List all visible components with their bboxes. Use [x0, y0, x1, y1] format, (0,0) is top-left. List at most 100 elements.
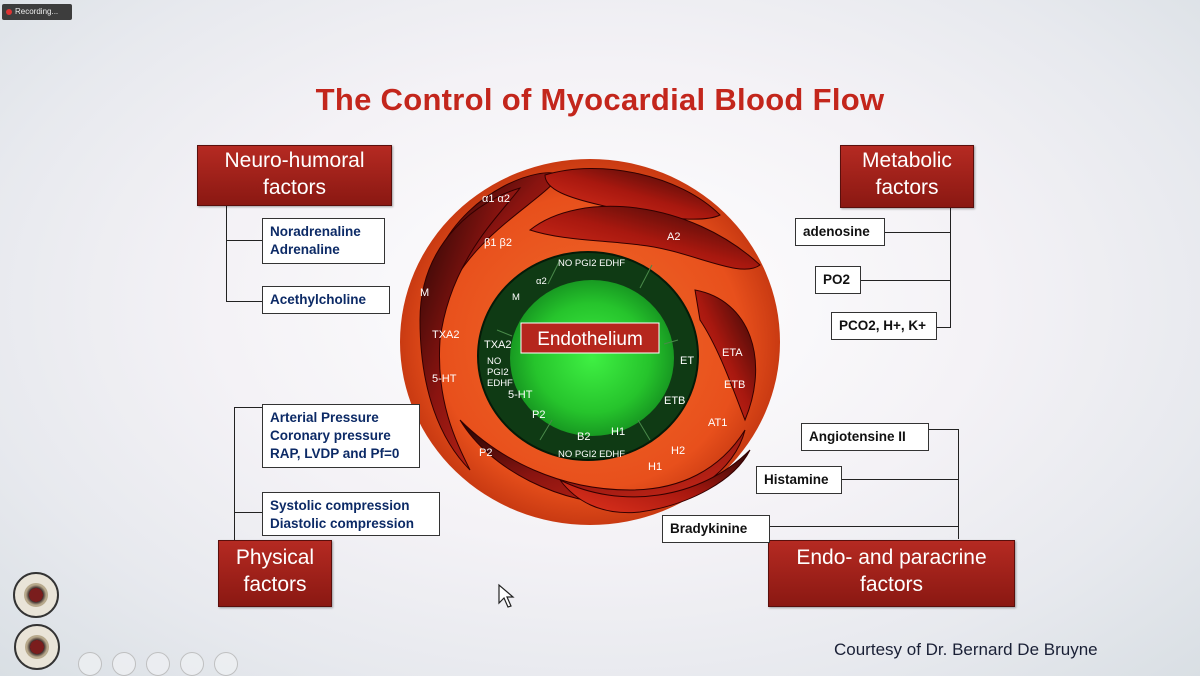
cell-border: [496, 329, 513, 337]
mediator-edhf-left: EDHF: [487, 378, 513, 389]
mediators-bottom: NO PGI2 EDHF: [558, 449, 625, 460]
connector-line: [842, 479, 958, 480]
cell-border: [663, 339, 679, 345]
item-pco2: PCO2, H+, K+: [839, 318, 927, 333]
neuro-humoral-factors-box: Neuro-humoral factors: [197, 145, 392, 206]
endo-line2: factors: [859, 573, 924, 596]
receptor-txa2-outer: TXA2: [432, 329, 460, 341]
item-bradykinine: Bradykinine: [670, 521, 748, 536]
metabolic-line2: factors: [875, 176, 939, 199]
receptor-5ht-inner: 5-HT: [508, 389, 533, 401]
mediator-pgi2-left: PGI2: [487, 367, 509, 378]
receptor-txa2-inner: TXA2: [484, 339, 512, 351]
item-arterial-pressure: Arterial Pressure: [270, 410, 379, 425]
connector-line: [234, 407, 235, 540]
more-icon[interactable]: [214, 652, 238, 676]
item-histamine-box: Histamine: [756, 466, 842, 494]
receptor-etb: ETB: [724, 379, 745, 391]
va-seal-logo: [13, 572, 59, 618]
mediators-top: NO PGI2 EDHF: [558, 258, 625, 269]
courtesy-credit: Courtesy of Dr. Bernard De Bruyne: [834, 640, 1098, 659]
item-coronary-pressure: Coronary pressure: [270, 428, 391, 443]
receptor-h2: H2: [671, 445, 685, 457]
neuro-line1: Neuro-humoral: [224, 149, 365, 172]
muscle-band: [528, 205, 761, 270]
receptor-p2-inner: P2: [532, 409, 545, 421]
connector-line: [234, 512, 262, 513]
receptor-alpha12: α1 α2: [482, 193, 510, 205]
copy-icon[interactable]: [112, 652, 136, 676]
item-angiotensine: Angiotensine II: [809, 429, 906, 444]
item-histamine: Histamine: [764, 472, 829, 487]
receptor-beta12: β1 β2: [484, 237, 512, 249]
connector-line: [226, 205, 227, 302]
recording-indicator[interactable]: Recording...: [2, 4, 72, 20]
record-icon: [6, 8, 12, 15]
university-seal-logo: [14, 624, 60, 670]
mediator-no-left: NO: [487, 356, 501, 367]
receptor-m-inner: M: [512, 292, 520, 303]
neuro-line2: factors: [262, 176, 327, 199]
endo-paracrine-factors-box: Endo- and paracrine factors: [768, 540, 1015, 607]
item-po2-box: PO2: [815, 266, 861, 294]
connector-line: [936, 327, 950, 328]
vessel-lumen: [510, 280, 674, 436]
receptor-p2-outer: P2: [479, 447, 492, 459]
receptor-etb-inner: ETB: [664, 395, 685, 407]
item-adenosine-box: adenosine: [795, 218, 885, 246]
muscle-band: [694, 289, 757, 422]
connector-line: [234, 407, 262, 408]
item-acetylcholine: Acethylcholine: [270, 292, 367, 307]
receptor-h1-inner: H1: [611, 426, 625, 438]
item-po2: PO2: [823, 272, 851, 287]
muscle-band: [419, 187, 522, 471]
physical-line1: Physical: [235, 546, 315, 569]
connector-line: [226, 240, 262, 241]
cell-border: [539, 419, 553, 441]
connector-line: [860, 280, 950, 281]
mouse-cursor-icon: [498, 583, 515, 608]
connector-line: [884, 232, 950, 233]
receptor-eta: ETA: [722, 347, 743, 359]
metabolic-line1: Metabolic: [862, 149, 952, 172]
receptor-h1-outer: H1: [648, 461, 662, 473]
receptor-et-inner: ET: [680, 355, 694, 367]
item-rap-lvdp: RAP, LVDP and Pf=0: [270, 446, 400, 461]
endothelium-label: Endothelium: [537, 329, 643, 350]
item-systolic-compression: Systolic compression: [270, 498, 410, 513]
connector-line: [928, 429, 958, 430]
receptor-b2: B2: [577, 431, 590, 443]
receptor-at1: AT1: [708, 417, 727, 429]
muscle-band: [459, 419, 746, 506]
muscle-band: [544, 167, 721, 220]
receptor-alpha2-inner: α2: [536, 276, 547, 287]
metabolic-factors-box: Metabolic factors: [840, 145, 974, 208]
slide-title: The Control of Myocardial Blood Flow: [315, 82, 885, 117]
item-noradrenaline: Noradrenaline: [270, 224, 361, 239]
item-pco2-box: PCO2, H+, K+: [831, 312, 937, 340]
zoom-icon[interactable]: [146, 652, 170, 676]
receptor-a2: A2: [667, 231, 680, 243]
endo-line1: Endo- and paracrine: [796, 546, 987, 569]
item-bradykinine-box: Bradykinine: [662, 515, 770, 543]
back-arrow-icon[interactable]: [78, 652, 102, 676]
compression-box: Systolic compression Diastolic compressi…: [262, 492, 440, 536]
connector-line: [226, 301, 262, 302]
pressure-box: Arterial Pressure Coronary pressure RAP,…: [262, 404, 420, 468]
recording-label: Recording...: [15, 7, 59, 16]
item-diastolic-compression: Diastolic compression: [270, 516, 415, 531]
muscle-band: [559, 449, 751, 514]
slides-icon[interactable]: [180, 652, 204, 676]
neuro-hormones-box: Noradrenaline Adrenaline: [262, 218, 385, 264]
physical-line2: factors: [243, 573, 307, 596]
connector-line: [958, 429, 959, 539]
item-adrenaline: Adrenaline: [270, 242, 340, 257]
receptor-5ht-outer: 5-HT: [432, 373, 457, 385]
connector-line: [770, 526, 958, 527]
endothelium-label-box: [520, 322, 660, 354]
cell-border: [637, 419, 651, 441]
physical-factors-box: Physical factors: [218, 540, 332, 607]
cell-border: [639, 264, 653, 289]
cell-border: [547, 259, 561, 285]
